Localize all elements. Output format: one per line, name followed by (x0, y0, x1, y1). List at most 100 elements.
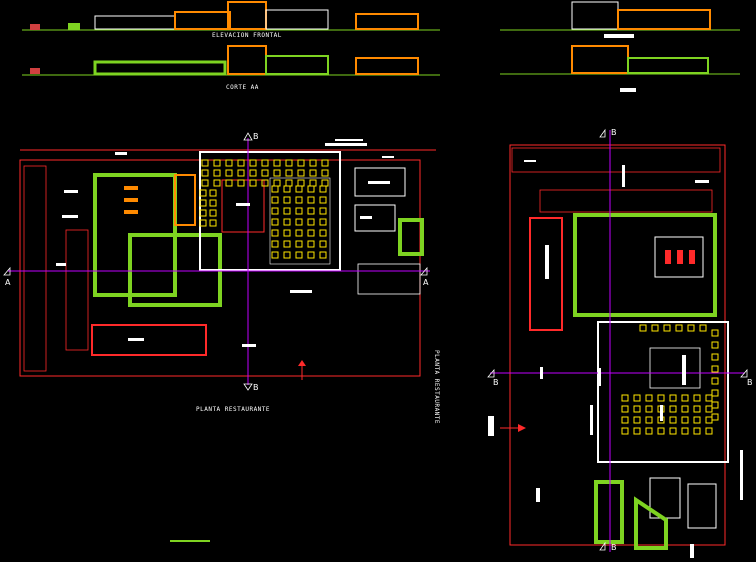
table-mark (681, 394, 689, 402)
section-title: CORTE AA (226, 84, 259, 91)
table-mark (295, 251, 303, 259)
table-mark (273, 169, 281, 177)
table-mark (693, 416, 701, 424)
table-mark (307, 229, 315, 237)
table-mark (213, 159, 221, 167)
table-mark (225, 169, 233, 177)
table-mark (621, 416, 629, 424)
table-mark (657, 427, 665, 435)
table-mark (693, 427, 701, 435)
table-mark (271, 185, 279, 193)
table-mark (271, 251, 279, 259)
table-mark (319, 240, 327, 248)
table-mark (209, 209, 217, 217)
table-mark (297, 159, 305, 167)
table-mark (669, 416, 677, 424)
table-mark (225, 179, 233, 187)
table-mark (273, 159, 281, 167)
table-mark (687, 324, 695, 332)
table-mark (295, 207, 303, 215)
table-mark (261, 159, 269, 167)
table-mark (261, 179, 269, 187)
table-mark (201, 159, 209, 167)
section-aa (22, 45, 440, 76)
table-mark (633, 427, 641, 435)
table-mark (283, 185, 291, 193)
table-mark (711, 353, 719, 361)
table-mark (621, 427, 629, 435)
table-mark (669, 427, 677, 435)
table-mark (295, 229, 303, 237)
table-mark (199, 199, 207, 207)
section-marker-b-side-right: B (747, 378, 753, 387)
table-mark (681, 405, 689, 413)
table-mark (297, 179, 305, 187)
section-marker-a-left: A (5, 278, 11, 287)
table-mark (319, 185, 327, 193)
dining-tables (199, 159, 329, 259)
table-mark (711, 377, 719, 385)
table-mark (295, 240, 303, 248)
table-mark (295, 196, 303, 204)
front-elevation (22, 1, 440, 31)
table-mark (705, 394, 713, 402)
table-mark (621, 405, 629, 413)
table-mark (283, 240, 291, 248)
table-mark (209, 189, 217, 197)
table-mark (271, 229, 279, 237)
plan-title: PLANTA RESTAURANTE (196, 406, 271, 413)
table-mark (309, 169, 317, 177)
table-mark (309, 179, 317, 187)
table-mark (209, 219, 217, 227)
table-mark (309, 159, 317, 167)
table-mark (319, 229, 327, 237)
table-mark (199, 209, 207, 217)
elevation-title: ELEVACION FRONTAL (212, 32, 282, 39)
restaurant-plan-rotated (500, 144, 729, 550)
section-axes (3, 128, 748, 552)
table-mark (271, 196, 279, 204)
table-mark (319, 207, 327, 215)
table-mark (271, 218, 279, 226)
table-mark (319, 218, 327, 226)
table-mark (669, 394, 677, 402)
table-mark (657, 394, 665, 402)
table-mark (639, 324, 647, 332)
table-mark (645, 405, 653, 413)
table-mark (669, 405, 677, 413)
table-mark (307, 196, 315, 204)
section-marker-b-right-bottom: B (611, 543, 617, 552)
table-mark (213, 169, 221, 177)
table-mark (199, 219, 207, 227)
table-mark (237, 169, 245, 177)
table-mark (633, 416, 641, 424)
section-marker-b-bottom: B (253, 383, 259, 392)
table-mark (249, 169, 257, 177)
table-mark (645, 394, 653, 402)
table-mark (321, 179, 329, 187)
table-mark (663, 324, 671, 332)
table-mark (283, 218, 291, 226)
table-mark (283, 229, 291, 237)
table-mark (321, 159, 329, 167)
table-mark (705, 416, 713, 424)
restaurant-plan (19, 149, 436, 380)
table-mark (249, 179, 257, 187)
table-mark (705, 427, 713, 435)
table-mark (201, 179, 209, 187)
table-mark (237, 179, 245, 187)
table-mark (297, 169, 305, 177)
section-marker-a-right: A (423, 278, 429, 287)
dining-tables-rotated (621, 324, 719, 435)
section-marker-b-side-left: B (493, 378, 499, 387)
side-elevations (500, 1, 740, 92)
table-mark (711, 401, 719, 409)
table-mark (711, 389, 719, 397)
table-mark (213, 179, 221, 187)
table-mark (237, 159, 245, 167)
table-mark (273, 179, 281, 187)
plan-title-rotated: PLANTA RESTAURANTE (433, 350, 440, 425)
section-marker-b-top: B (253, 132, 259, 141)
table-mark (319, 196, 327, 204)
table-mark (621, 394, 629, 402)
